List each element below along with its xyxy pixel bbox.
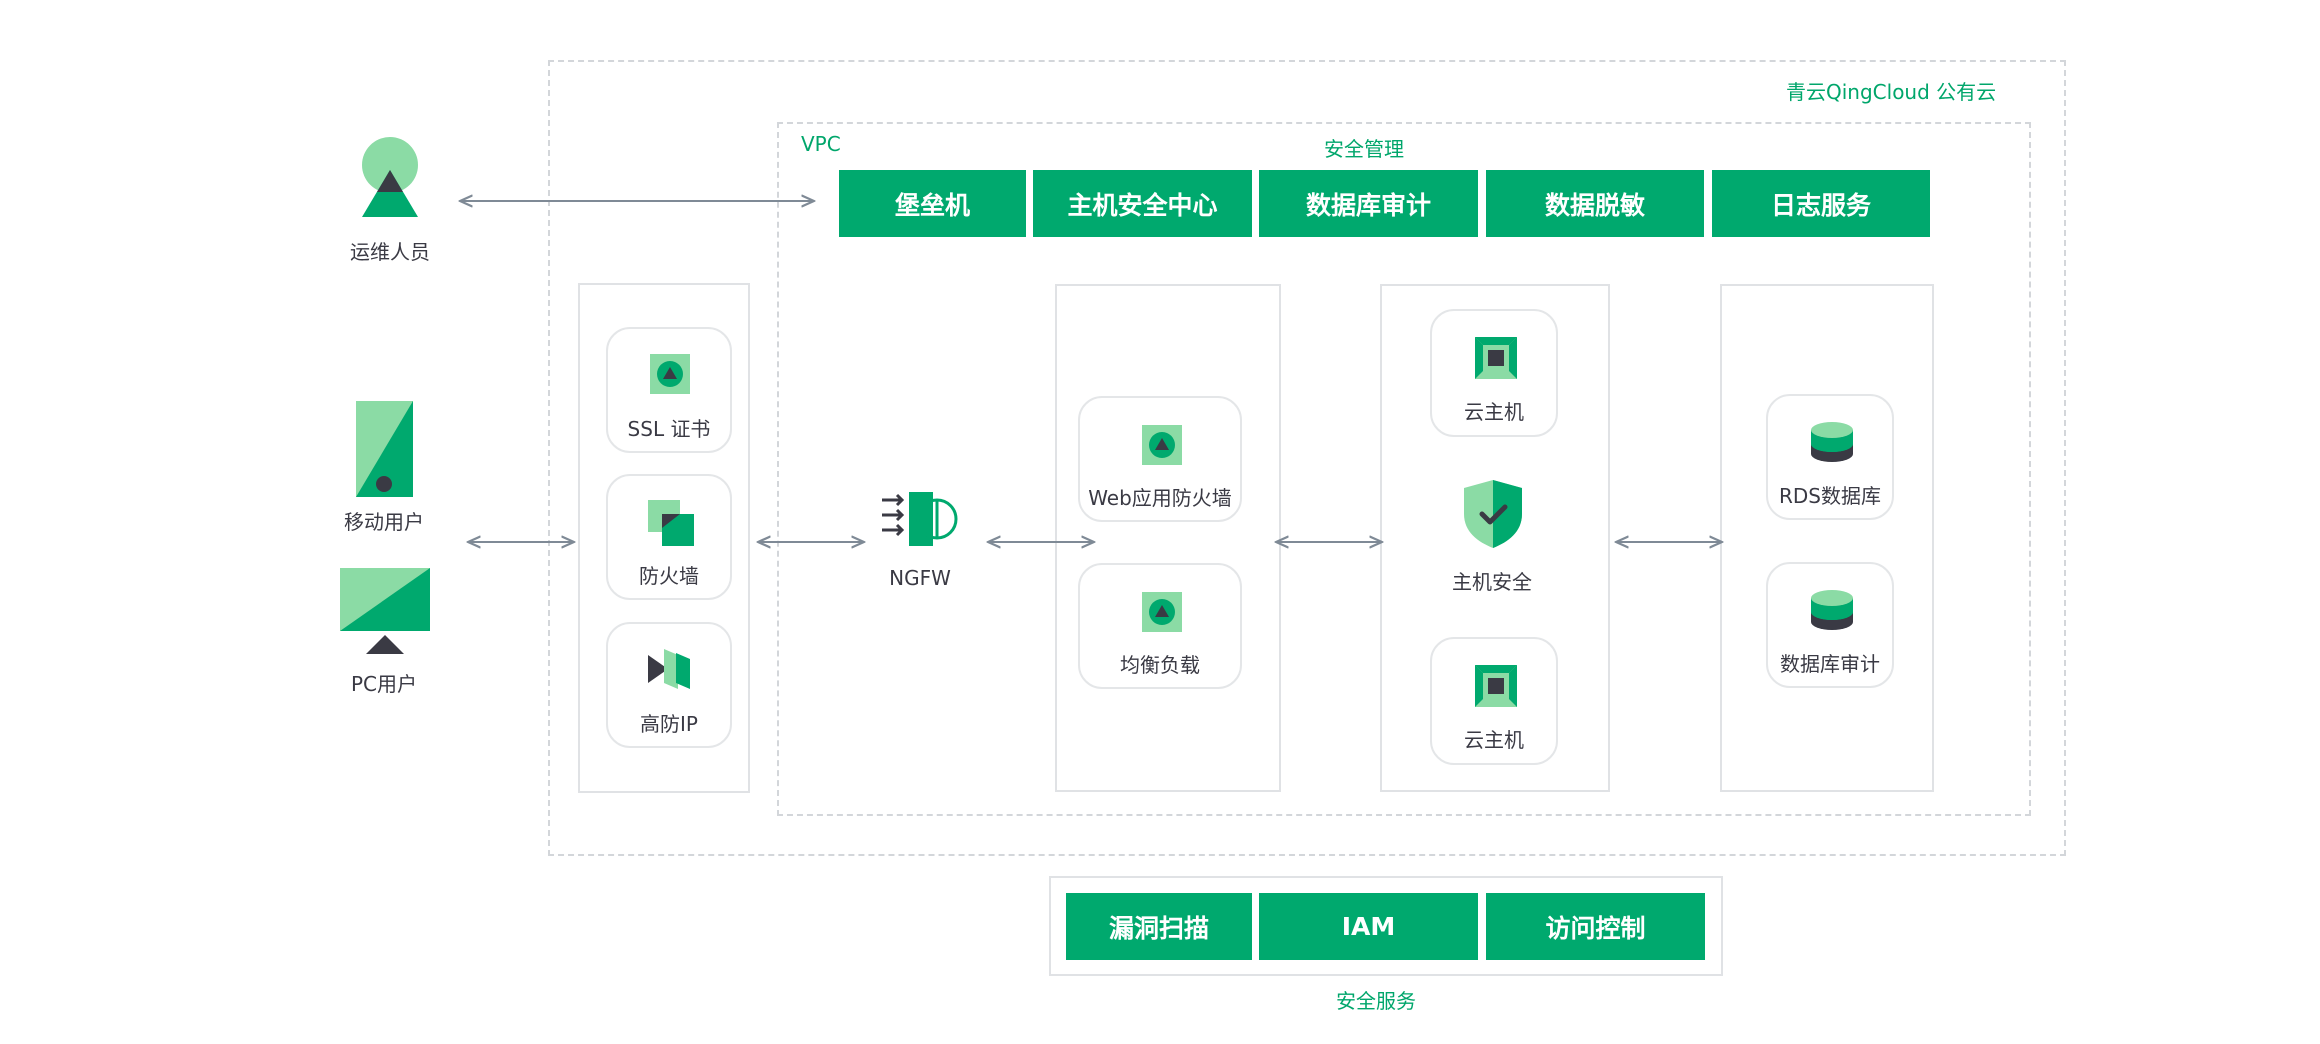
load-balancer-card[interactable]: 均衡负载: [1078, 563, 1242, 689]
host-security-label: 主机安全: [1452, 570, 1532, 594]
bastion-host-button[interactable]: 堡垒机: [839, 170, 1026, 237]
database-audit-card[interactable]: 数据库审计: [1766, 562, 1894, 688]
log-service-button[interactable]: 日志服务: [1712, 170, 1930, 237]
ops-person-label: 运维人员: [350, 240, 430, 264]
cloud-host-icon: [1475, 337, 1517, 379]
ssl-certificate-label: SSL 证书: [627, 417, 711, 441]
public-cloud-label: 青云QingCloud 公有云: [1786, 80, 1997, 104]
pc-user-label: PC用户: [350, 672, 418, 696]
edge-security-column: [578, 283, 750, 793]
cloud-host-bottom-label: 云主机: [1464, 728, 1524, 752]
rds-database-card[interactable]: RDS数据库: [1766, 394, 1894, 520]
ddos-protection-icon: [648, 649, 690, 689]
database-audit-label: 数据库审计: [1780, 652, 1880, 676]
waf-card[interactable]: Web应用防火墙: [1078, 396, 1242, 522]
rds-database-label: RDS数据库: [1779, 484, 1881, 508]
vulnerability-scan-button[interactable]: 漏洞扫描: [1066, 893, 1252, 960]
firewall-icon: [648, 500, 694, 546]
access-control-button[interactable]: 访问控制: [1486, 893, 1705, 960]
security-management-title: 安全管理: [1324, 137, 1404, 161]
data-masking-button[interactable]: 数据脱敏: [1486, 170, 1704, 237]
load-balancer-icon: [1142, 592, 1182, 632]
cloud-host-top-card[interactable]: 云主机: [1430, 309, 1558, 437]
ddos-ip-card[interactable]: 高防IP: [606, 622, 732, 748]
firewall-label: 防火墙: [639, 564, 699, 588]
ngfw-label: NGFW: [889, 566, 951, 590]
pc-user-icon: [340, 568, 430, 654]
security-services-box: [1049, 876, 1723, 976]
mobile-user-icon: [356, 401, 413, 497]
ngfw-icon: [880, 490, 964, 548]
database-audit-button[interactable]: 数据库审计: [1259, 170, 1478, 237]
public-cloud-boundary: [548, 60, 2066, 856]
iam-button[interactable]: IAM: [1259, 893, 1478, 960]
load-balancer-label: 均衡负载: [1120, 653, 1200, 677]
security-services-title: 安全服务: [1336, 989, 1416, 1013]
cloud-host-top-label: 云主机: [1464, 400, 1524, 424]
mobile-user-label: 移动用户: [344, 510, 424, 534]
vpc-boundary: [777, 122, 2031, 816]
waf-icon: [1142, 425, 1182, 465]
ops-person-icon: [360, 137, 420, 219]
ssl-certificate-card[interactable]: SSL 证书: [606, 327, 732, 453]
host-security-center-button[interactable]: 主机安全中心: [1033, 170, 1252, 237]
ssl-certificate-icon: [650, 354, 690, 394]
cloud-host-icon: [1475, 665, 1517, 707]
database-icon: [1811, 590, 1853, 630]
ddos-ip-label: 高防IP: [640, 712, 698, 736]
host-security-shield-icon: [1462, 478, 1524, 550]
database-icon: [1811, 422, 1853, 462]
cloud-host-bottom-card[interactable]: 云主机: [1430, 637, 1558, 765]
waf-label: Web应用防火墙: [1088, 486, 1232, 510]
firewall-card[interactable]: 防火墙: [606, 474, 732, 600]
vpc-label: VPC: [801, 132, 841, 156]
